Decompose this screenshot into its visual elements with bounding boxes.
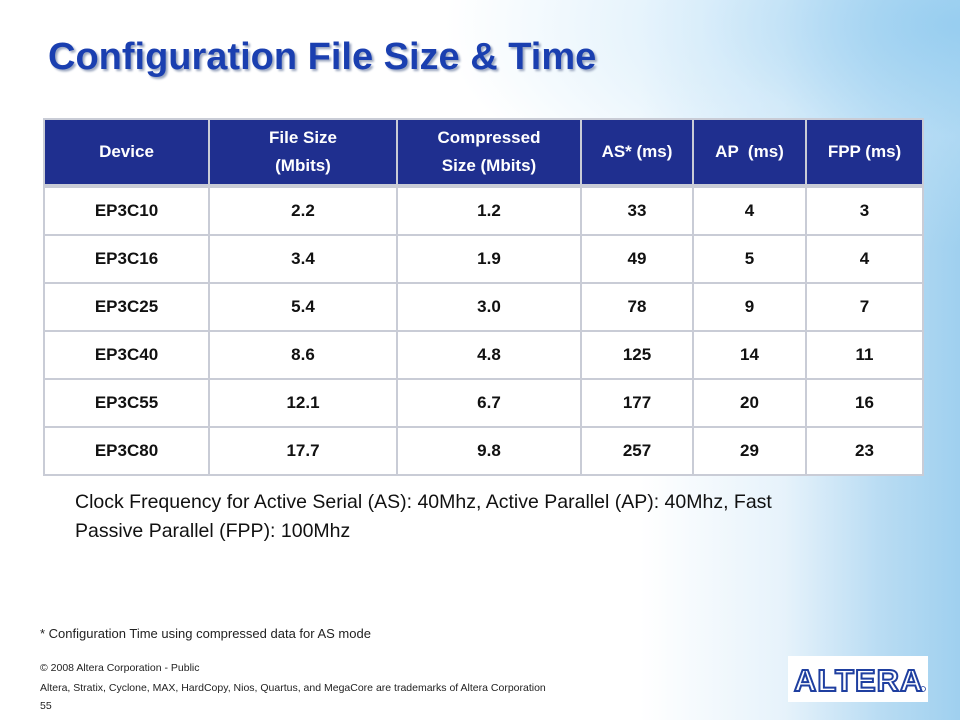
cell-file-size: 2.2 [210, 186, 398, 236]
header-fpp: FPP (ms) [807, 118, 924, 186]
cell-fpp: 3 [807, 186, 924, 236]
clock-frequency-note: Clock Frequency for Active Serial (AS): … [75, 491, 772, 542]
cell-fpp: 11 [807, 332, 924, 380]
cell-as: 49 [582, 236, 694, 284]
cell-device: EP3C16 [43, 236, 210, 284]
cell-file-size: 8.6 [210, 332, 398, 380]
header-device: Device [43, 118, 210, 186]
copyright: © 2008 Altera Corporation - Public [40, 662, 200, 674]
table-row: EP3C55 12.1 6.7 177 20 16 [43, 380, 924, 428]
table-body: EP3C10 2.2 1.2 33 4 3 EP3C16 3.4 1.9 49 … [43, 186, 924, 476]
cell-device: EP3C80 [43, 428, 210, 476]
cell-as: 125 [582, 332, 694, 380]
altera-logo: ALTERA [788, 656, 928, 702]
cell-device: EP3C25 [43, 284, 210, 332]
table-row: EP3C40 8.6 4.8 125 14 11 [43, 332, 924, 380]
cell-compressed-size: 1.9 [398, 236, 582, 284]
cell-fpp: 16 [807, 380, 924, 428]
cell-compressed-size: 4.8 [398, 332, 582, 380]
cell-file-size: 17.7 [210, 428, 398, 476]
cell-ap: 29 [694, 428, 807, 476]
cell-file-size: 5.4 [210, 284, 398, 332]
slide-title: Configuration File Size & Time [48, 36, 597, 78]
cell-as: 78 [582, 284, 694, 332]
cell-ap: 14 [694, 332, 807, 380]
svg-text:ALTERA: ALTERA [794, 663, 923, 698]
cell-fpp: 23 [807, 428, 924, 476]
cell-device: EP3C40 [43, 332, 210, 380]
page-number: 55 [40, 700, 52, 712]
cell-compressed-size: 9.8 [398, 428, 582, 476]
table-row: EP3C80 17.7 9.8 257 29 23 [43, 428, 924, 476]
table-row: EP3C10 2.2 1.2 33 4 3 [43, 186, 924, 236]
footnote: * Configuration Time using compressed da… [40, 626, 371, 641]
cell-fpp: 4 [807, 236, 924, 284]
cell-fpp: 7 [807, 284, 924, 332]
cell-compressed-size: 6.7 [398, 380, 582, 428]
header-as: AS* (ms) [582, 118, 694, 186]
cell-file-size: 3.4 [210, 236, 398, 284]
header-ap: AP (ms) [694, 118, 807, 186]
cell-ap: 5 [694, 236, 807, 284]
cell-as: 177 [582, 380, 694, 428]
cell-device: EP3C55 [43, 380, 210, 428]
cell-as: 33 [582, 186, 694, 236]
cell-compressed-size: 1.2 [398, 186, 582, 236]
cell-ap: 20 [694, 380, 807, 428]
table-row: EP3C16 3.4 1.9 49 5 4 [43, 236, 924, 284]
cell-compressed-size: 3.0 [398, 284, 582, 332]
header-file-size: File Size(Mbits) [210, 118, 398, 186]
cell-ap: 9 [694, 284, 807, 332]
cell-as: 257 [582, 428, 694, 476]
cell-file-size: 12.1 [210, 380, 398, 428]
trademark-notice: Altera, Stratix, Cyclone, MAX, HardCopy,… [40, 682, 546, 694]
table-row: EP3C25 5.4 3.0 78 9 7 [43, 284, 924, 332]
cell-device: EP3C10 [43, 186, 210, 236]
cell-ap: 4 [694, 186, 807, 236]
altera-logo-icon: ALTERA [793, 662, 926, 699]
